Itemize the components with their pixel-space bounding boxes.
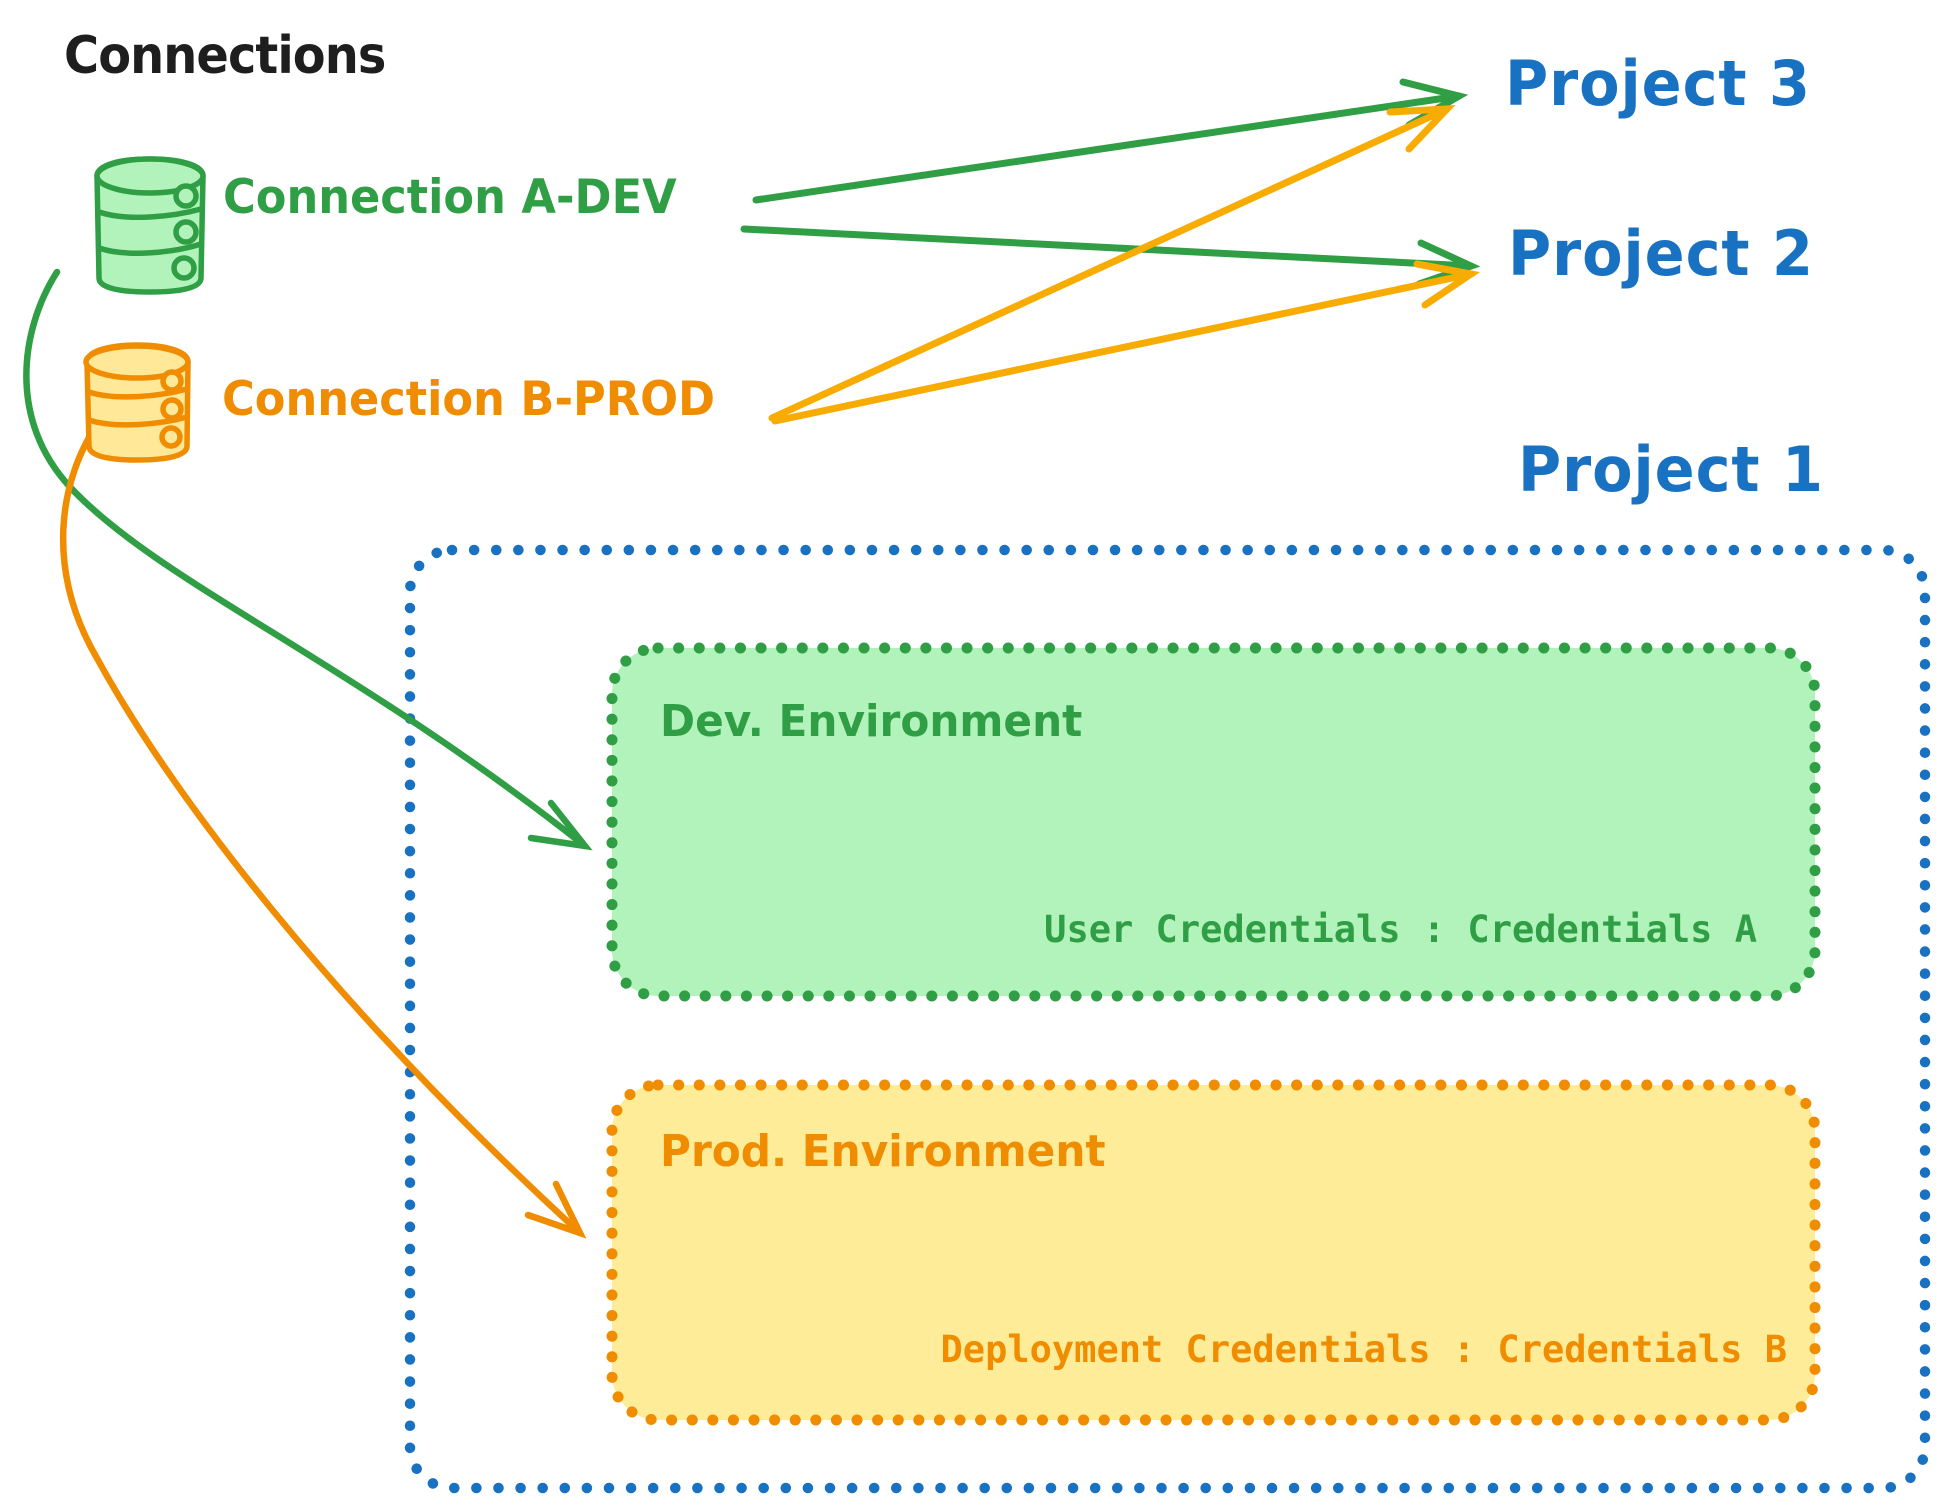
- connection-b-prod-label: Connection B-PROD: [222, 372, 716, 427]
- arrow-b-prod-to-project-2: [771, 260, 1481, 425]
- arrow-b-prod-to-project-3: [768, 105, 1456, 422]
- arrow-a-dev-to-project-3: [752, 78, 1469, 204]
- project-1-label: Project 1: [1518, 433, 1824, 506]
- arrow-b-prod-to-prod-environment: [59, 416, 587, 1239]
- project-3-label: Project 3: [1505, 47, 1811, 120]
- database-icon: [83, 342, 191, 463]
- database-icon: [94, 156, 206, 295]
- connection-a-dev-label: Connection A-DEV: [223, 170, 677, 225]
- dev-environment-title: Dev. Environment: [660, 696, 1083, 747]
- prod-environment-title: Prod. Environment: [660, 1126, 1106, 1177]
- dev-environment-credentials: User Credentials : Credentials A: [1044, 908, 1757, 951]
- dev-environment-box: [606, 642, 1821, 1002]
- project-2-label: Project 2: [1508, 217, 1814, 290]
- diagram-title: Connections: [64, 26, 386, 86]
- prod-environment-box: [606, 1079, 1821, 1426]
- arrow-a-dev-to-project-2: [740, 225, 1481, 288]
- project-1-box: [404, 544, 1931, 1494]
- prod-environment-credentials: Deployment Credentials : Credentials B: [940, 1328, 1787, 1371]
- arrow-a-dev-to-dev-environment: [23, 268, 593, 851]
